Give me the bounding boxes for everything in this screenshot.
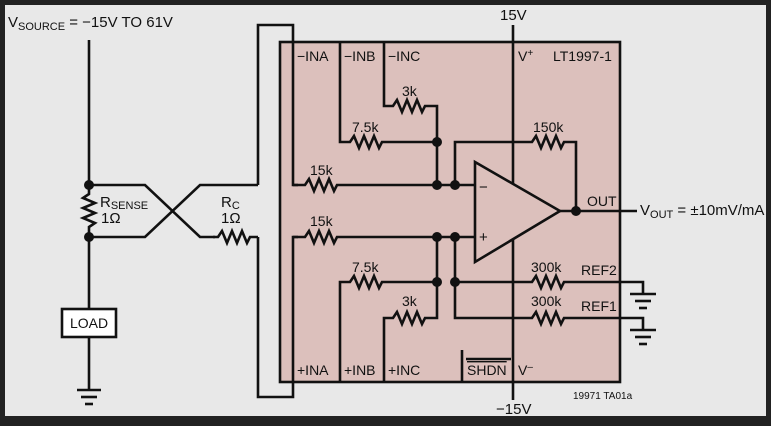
resistor-300k-ref1 [453,282,645,330]
rc-value: 1Ω [221,210,241,227]
node-neg-7-5k [432,137,442,147]
resistor-150k-feedback [453,132,578,211]
supply-bottom-label: −15V [496,401,531,416]
opamp-triangle [473,159,563,265]
rsense-resistor [79,186,99,234]
resistor-3k-pos [382,237,439,382]
label-300k-ref2: 300k [531,259,562,275]
wire-to-neg-ina [256,23,298,187]
pin-neg-inb: −INB [344,48,376,64]
node-output [571,206,581,216]
node-pos-7-5k [432,277,442,287]
figure-id: 19971 TA01a [573,391,633,402]
ground-icon [77,388,101,406]
vsource-label: VSOURCE = −15V TO 61V [8,14,173,33]
resistor-7-5k-pos [338,272,437,382]
pin-pos-inc: +INC [388,362,420,378]
pin-out: OUT [587,193,617,209]
vout-label: VOUT = ±10mV/mA [640,202,764,221]
pin-vminus: V– [518,362,533,378]
label-7-5k-neg: 7.5k [352,119,379,135]
resistor-3k-neg [382,42,439,185]
pin-neg-ina: −INA [297,48,329,64]
rc-label: RC [221,194,240,212]
label-7-5k-pos: 7.5k [352,259,379,275]
pin-ref2: REF2 [581,262,617,278]
sense-wire-bottom [89,183,258,239]
schematic-canvas: LOAD − + [5,5,766,416]
label-150k: 150k [533,119,564,135]
node-ref [450,277,460,287]
wire-to-pos-ina [256,235,298,399]
supply-top-label: 15V [500,7,527,24]
pin-pos-ina: +INA [297,362,329,378]
label-3k-neg: 3k [402,83,418,99]
label-15k-neg: 15k [310,162,334,178]
pin-shdn: SHDN [467,362,507,378]
rc-resistor [213,227,258,247]
resistor-300k-ref2 [453,237,645,294]
load-box [60,307,118,339]
part-number: LT1997-1 [553,48,612,64]
resistor-15k-neg [293,175,437,195]
opamp-plus: + [479,229,488,246]
rsense-value: 1Ω [101,210,121,227]
circuit-schematic: LOAD − + [8,7,764,416]
pin-vplus: V+ [518,48,533,64]
ground-icon [630,328,656,346]
pin-pos-inb: +INB [344,362,376,378]
label-300k-ref1: 300k [531,293,562,309]
resistor-7-5k-neg [338,42,437,152]
label-3k-pos: 3k [402,293,418,309]
pin-neg-inc: −INC [388,48,420,64]
ground-icon [630,292,656,310]
opamp-minus: − [479,179,488,196]
rsense-label: RSENSE [100,194,148,212]
load-label: LOAD [70,315,108,331]
pin-ref1: REF1 [581,298,617,314]
resistor-15k-pos [293,227,437,247]
label-15k-pos: 15k [310,213,334,229]
